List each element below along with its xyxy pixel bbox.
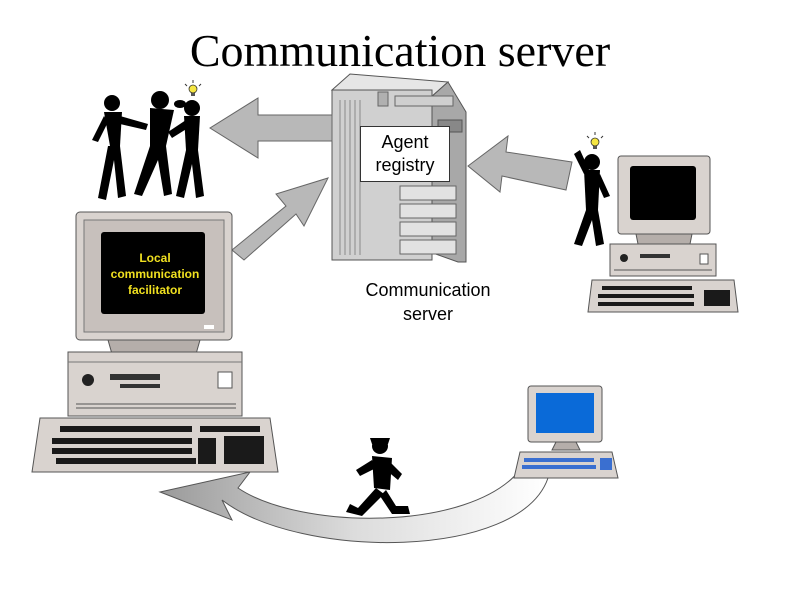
arrow-remote-to-server [467,134,573,193]
server-caption: Communication server [338,278,518,326]
lightbulb-icon [586,132,604,149]
remote-computer [587,155,739,313]
server-caption-line-2: server [402,304,453,324]
thinking-person-icon [574,150,610,246]
arrow-local-to-server [231,177,329,261]
curved-arrow-roaming [158,469,549,544]
local-computer [31,211,279,473]
page-title: Communication server [189,25,611,76]
running-person-icon [346,438,410,516]
screen-text-line-1: Local [139,251,171,265]
agent-registry-line-1: Agent [381,132,429,152]
local-facilitator-screen-text: Local communication facilitator [103,250,207,298]
arrow-server-to-people [209,97,333,159]
laptop-computer [513,385,619,479]
server-caption-line-1: Communication [365,280,491,300]
talking-people-icon [92,91,204,200]
agent-registry-box: Agent registry [360,126,450,182]
agent-registry-line-2: registry [375,155,435,175]
screen-text-line-2: communication [110,267,200,281]
lightbulb-icon [184,80,202,96]
screen-text-line-3: facilitator [127,283,182,297]
